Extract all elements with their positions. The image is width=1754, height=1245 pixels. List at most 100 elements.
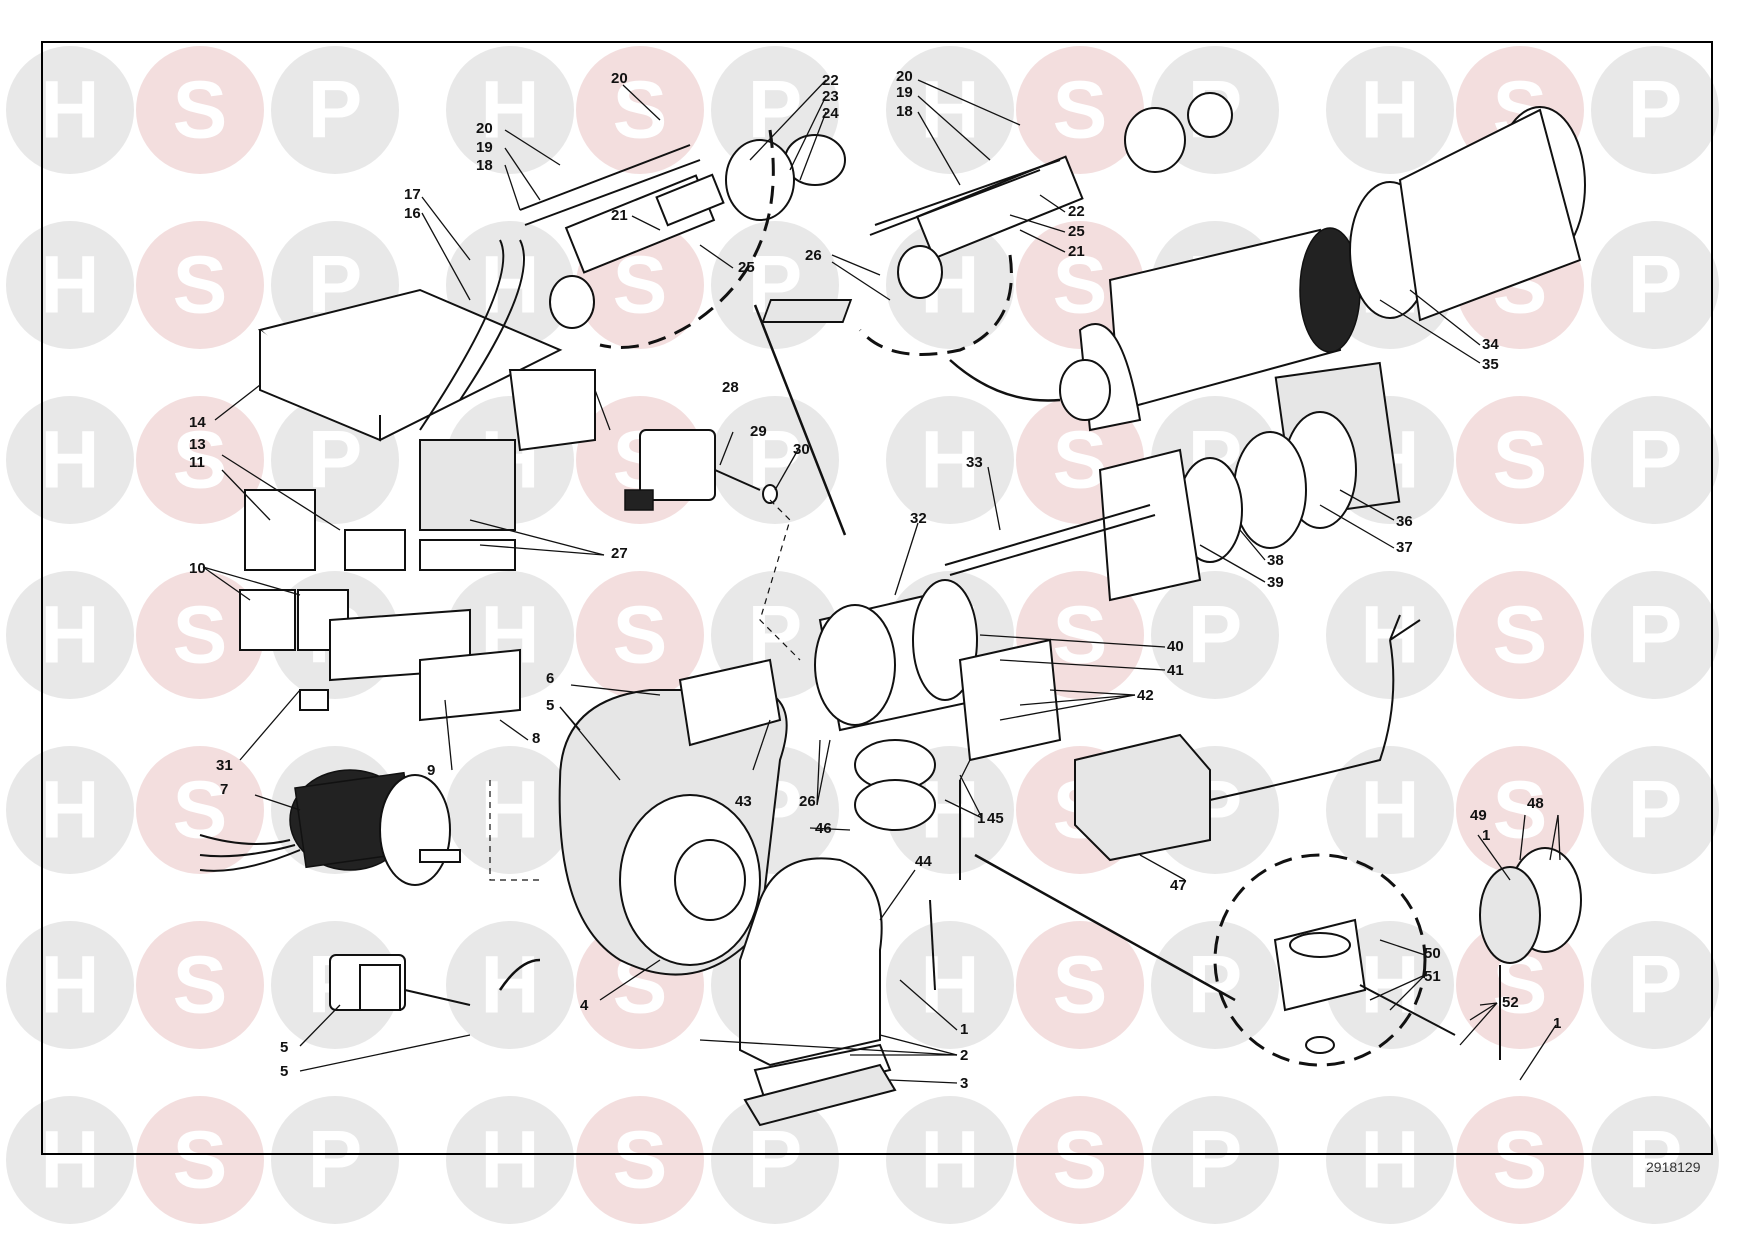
watermark-letter: P <box>748 1115 803 1206</box>
watermark-letter: H <box>480 65 539 156</box>
watermark-letter: H <box>40 590 99 681</box>
watermark-circle <box>271 46 399 174</box>
callout-21-left-b: 20 <box>476 120 493 137</box>
watermark-circle <box>1016 46 1144 174</box>
watermark-letter: H <box>480 940 539 1031</box>
watermark-letter: P <box>1628 240 1683 331</box>
callout-46: 45 <box>987 810 1004 827</box>
diagram-frame <box>41 41 1713 1155</box>
watermark-letter: P <box>1628 940 1683 1031</box>
callout-1-lower: 1 <box>960 1021 968 1038</box>
watermark-circle <box>136 221 264 349</box>
callout-20-right: 19 <box>896 84 913 101</box>
watermark-circle <box>1591 746 1719 874</box>
watermark-letter: H <box>40 240 99 331</box>
watermark-letter: S <box>1053 240 1108 331</box>
callout-28: 27 <box>611 545 628 562</box>
blast-tube-lower <box>944 361 1401 602</box>
watermark-circle <box>576 571 704 699</box>
watermark-circle <box>446 46 574 174</box>
callout-14: 11 <box>189 454 205 471</box>
watermark-letter: S <box>1493 590 1548 681</box>
oil-pump <box>329 954 471 1011</box>
watermark-circle <box>576 1096 704 1224</box>
watermark-letter: P <box>1628 590 1683 681</box>
watermark-circle <box>446 746 574 874</box>
motor-link-dashed <box>489 780 540 881</box>
watermark-circle <box>1591 921 1719 1049</box>
callout-16: 14 <box>189 414 206 431</box>
watermark-circle <box>1456 1096 1584 1224</box>
callout-24: 23 <box>822 88 839 105</box>
callout-36: 35 <box>1482 356 1499 373</box>
callout-4: 4 <box>580 997 589 1014</box>
watermark-circle <box>6 221 134 349</box>
servo-motor <box>1074 614 1421 862</box>
watermark-letter: H <box>1360 940 1419 1031</box>
callout-1-damper: 1 <box>1482 827 1490 844</box>
watermark-circle <box>1016 1096 1144 1224</box>
watermark-letter: S <box>613 1115 668 1206</box>
nozzle-assembly-right <box>761 92 1233 356</box>
callout-1-mid: 1 <box>977 810 985 827</box>
link-arrow-pump <box>498 958 541 991</box>
watermark-letter: H <box>1360 590 1419 681</box>
callout-11: 7 <box>220 781 228 798</box>
control-box-cover <box>257 239 596 452</box>
callout-44: 43 <box>735 793 752 810</box>
air-damper-linkage <box>854 638 1062 991</box>
watermark-letter: P <box>308 65 363 156</box>
link-arrow-nozzle-to-housing <box>753 304 847 536</box>
callout-32: 31 <box>216 757 233 774</box>
link-arrow-detail-to-tube <box>949 359 1061 402</box>
callout-22-left: 21 <box>611 207 628 224</box>
watermark-letter: H <box>1360 765 1419 856</box>
watermark-circle <box>1326 746 1454 874</box>
watermark-circle <box>136 396 264 524</box>
leader-lines <box>202 79 1561 1084</box>
watermark-letter: S <box>1053 940 1108 1031</box>
callout-41: 40 <box>1167 638 1184 655</box>
callout-labels: 20 20 19 18 17 16 21 25 22 23 24 20 19 1… <box>189 68 1561 1092</box>
watermark-circle <box>1151 1096 1279 1224</box>
watermark-circle <box>711 1096 839 1224</box>
watermark-letter: S <box>1493 1115 1548 1206</box>
watermark-letter: S <box>613 65 668 156</box>
callout-20-left: 19 <box>476 139 493 156</box>
watermark-letter: H <box>920 940 979 1031</box>
callout-48: 47 <box>1170 877 1187 894</box>
callout-30: 29 <box>750 423 767 440</box>
watermark-letter: H <box>920 65 979 156</box>
watermark-circle <box>6 746 134 874</box>
watermark-circle <box>1326 1096 1454 1224</box>
watermark-circle <box>6 1096 134 1224</box>
watermark-circle <box>446 921 574 1049</box>
watermark-circle <box>446 1096 574 1224</box>
watermark-letter: P <box>1188 940 1243 1031</box>
watermark-circle <box>886 921 1014 1049</box>
air-inlet-cover <box>739 857 897 1127</box>
callout-21-left: 20 <box>611 70 628 87</box>
watermark-letter: H <box>1360 1115 1419 1206</box>
callout-25: 24 <box>822 105 839 122</box>
watermark-circle <box>1591 46 1719 174</box>
watermark-letter: P <box>1628 415 1683 506</box>
solenoid-pump-upper <box>624 429 778 511</box>
callout-45: 44 <box>915 853 932 870</box>
callout-31: 30 <box>793 441 810 458</box>
watermark-circle <box>886 46 1014 174</box>
fan-housing <box>558 658 788 976</box>
watermark-letter: H <box>40 765 99 856</box>
callout-50: 49 <box>1470 807 1487 824</box>
callout-21-right: 20 <box>896 68 913 85</box>
callout-2: 2 <box>960 1047 968 1064</box>
callout-53: 52 <box>1502 994 1519 1011</box>
callout-23-right: 22 <box>1068 203 1085 220</box>
callout-43: 42 <box>1137 687 1154 704</box>
callout-33: 32 <box>910 510 927 527</box>
callout-6: 5 <box>280 1039 288 1056</box>
watermark-circle <box>886 1096 1014 1224</box>
watermark-circle <box>1456 921 1584 1049</box>
callout-17: 16 <box>404 205 421 222</box>
